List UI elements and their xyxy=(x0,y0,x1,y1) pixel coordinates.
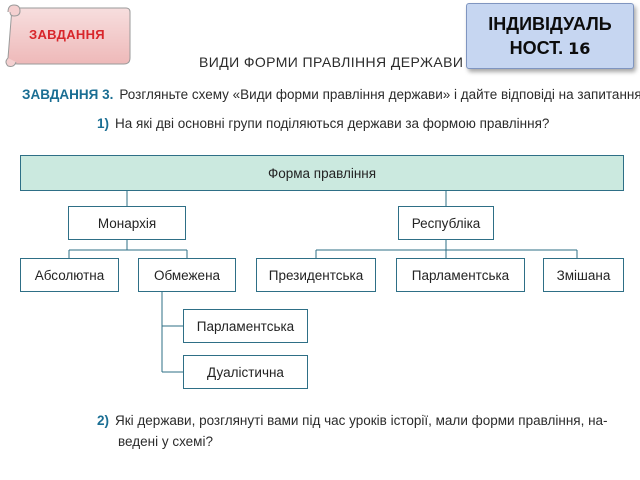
question-1-text: На які дві основні групи поділяються дер… xyxy=(115,116,550,131)
node-monarchy: Монархія xyxy=(68,206,186,240)
node-republic: Республіка xyxy=(398,206,494,240)
question-1: 1) На які дві основні групи поділяються д… xyxy=(97,116,549,131)
badge-line-2-text: НОСТ. xyxy=(509,38,564,58)
question-2-continued: ведені у схемі? xyxy=(118,434,213,449)
node-limited-monarchy: Обмежена xyxy=(138,258,236,292)
root-node-form-of-government: Форма правління xyxy=(20,155,624,191)
node-parliamentary-monarchy: Парламентська xyxy=(183,309,308,343)
task-text: Розгляньте схему «Види форми правління д… xyxy=(119,87,640,102)
page-title: ВИДИ ФОРМИ ПРАВЛІННЯ ДЕРЖАВИ xyxy=(199,54,464,70)
task-statement: ЗАВДАННЯ 3. Розгляньте схему «Види форми … xyxy=(22,87,640,102)
question-2-number: 2) xyxy=(97,413,110,428)
badge-line-2: НОСТ. 16 xyxy=(467,36,633,61)
task-badge-label: ЗАВДАННЯ xyxy=(29,27,105,42)
node-dualistic-monarchy: Дуалістична xyxy=(183,355,308,389)
node-presidential-republic: Президентська xyxy=(256,258,376,292)
node-absolute-monarchy: Абсолютна xyxy=(20,258,119,292)
node-mixed-republic: Змішана xyxy=(543,258,624,292)
node-parliamentary-republic: Парламентська xyxy=(396,258,525,292)
question-2: 2) Які держави, розглянуті вами під час у… xyxy=(97,413,608,428)
badge-number: 16 xyxy=(568,39,591,58)
question-1-number: 1) xyxy=(97,116,110,131)
task-label: ЗАВДАННЯ 3. xyxy=(22,87,114,102)
scroll-shape-icon xyxy=(5,4,131,67)
individual-task-badge: ІНДИВІДУАЛЬ НОСТ. 16 xyxy=(466,3,634,69)
question-2-text-line-1: Які держави, розглянуті вами під час уро… xyxy=(115,413,608,428)
task-scroll-badge: ЗАВДАННЯ xyxy=(2,2,132,68)
badge-line-1: ІНДИВІДУАЛЬ xyxy=(488,14,612,34)
